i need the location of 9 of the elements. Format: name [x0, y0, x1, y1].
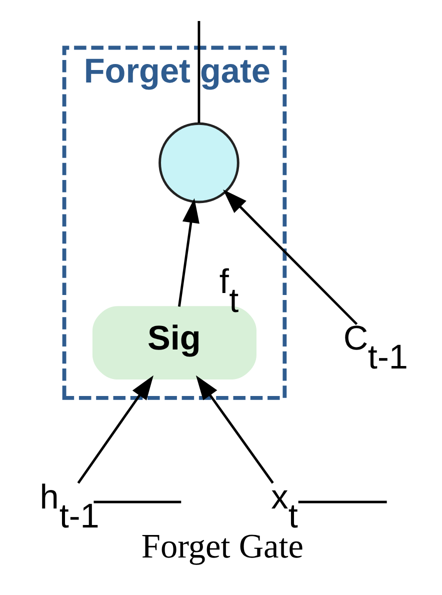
connector — [94, 500, 182, 504]
arrow — [196, 375, 274, 484]
node-circle — [158, 122, 240, 204]
connector — [298, 500, 387, 504]
caption: Forget Gate — [141, 528, 304, 566]
arrow — [223, 190, 358, 326]
connector — [198, 20, 200, 123]
arrow — [178, 198, 200, 307]
arrow — [77, 375, 154, 484]
